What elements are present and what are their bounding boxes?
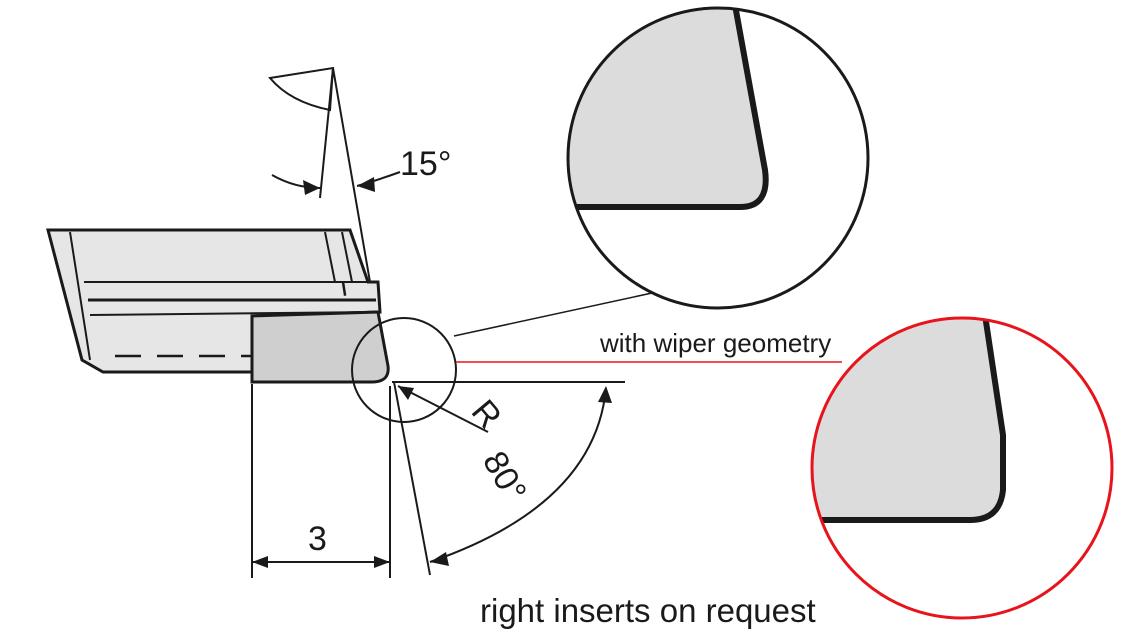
clearance-angle-marker (268, 66, 401, 283)
approach-arrowhead-bottom (430, 552, 449, 566)
wiper-corner-detail (456, 316, 1114, 620)
wiper-geometry-label: with wiper geometry (599, 328, 831, 358)
radius-leader (397, 385, 489, 433)
holder-line-5 (324, 231, 336, 283)
cutting-insert (250, 310, 390, 384)
approach-arc (429, 387, 607, 563)
standard-leader-line (453, 292, 653, 337)
wiper-insert-edge (812, 318, 1006, 523)
wiper-insert-fill (812, 318, 1003, 520)
approach-arrowhead-top (598, 386, 612, 403)
width-dimension (251, 384, 391, 578)
reference-line (319, 67, 334, 199)
angle-flag (268, 66, 335, 112)
holder-line-1 (69, 231, 91, 361)
standard-detail-circle (566, 6, 870, 310)
dimension-arrowhead-left (252, 556, 268, 568)
approach-angle-marker (392, 381, 625, 576)
approach-edge-line (393, 381, 431, 576)
angle-80-label: 80° (475, 445, 534, 509)
standard-insert-edge (568, 8, 769, 210)
angle-arrowhead-left (303, 180, 320, 195)
wiper-detail-circle (810, 316, 1114, 620)
detail-circle (351, 317, 457, 423)
dimension-arrowhead-right (374, 556, 390, 568)
radius-label: R (464, 393, 509, 436)
angle-arrowhead-right (357, 177, 375, 192)
standard-insert-fill (568, 8, 766, 207)
radius-arrowhead (398, 386, 414, 400)
footer-caption: right inserts on request (480, 592, 816, 629)
tool-axis-line (332, 67, 371, 283)
width-3-label: 3 (308, 520, 327, 558)
holder-line-6 (341, 231, 353, 283)
standard-corner-detail (453, 6, 870, 337)
angle-15-label: 15° (400, 145, 451, 183)
